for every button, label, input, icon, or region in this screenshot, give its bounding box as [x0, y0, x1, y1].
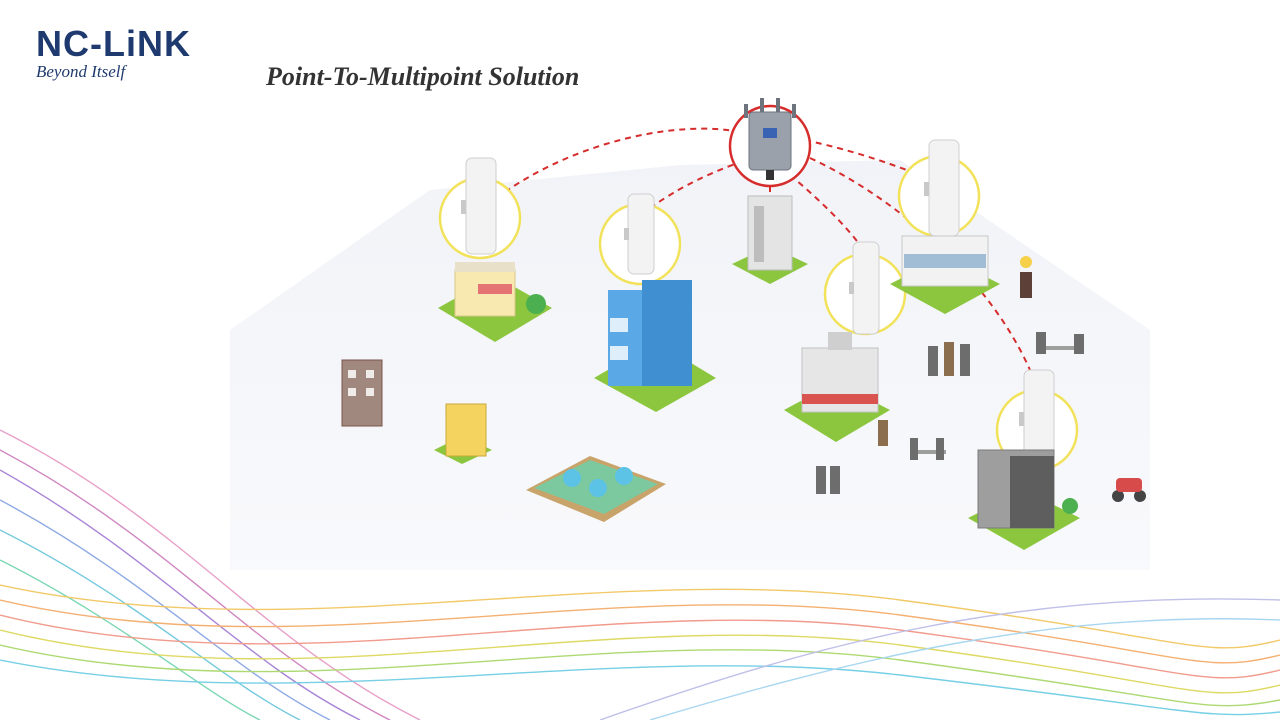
delivery-scooter-icon — [1112, 478, 1146, 502]
water-treatment-plant — [526, 456, 666, 522]
buildings — [341, 195, 1080, 550]
base-station — [728, 98, 812, 188]
gray-office-building — [968, 449, 1080, 550]
restaurant-building — [784, 332, 890, 442]
cpe-4 — [897, 139, 981, 238]
brick-building — [341, 359, 383, 427]
nc-link-logo: NC-LiNK Beyond Itself — [36, 24, 226, 88]
blue-tower — [594, 280, 716, 412]
cpe-2 — [598, 193, 682, 286]
slide-title: Point-To-Multipoint Solution — [266, 62, 580, 91]
yellow-apartment — [434, 403, 492, 464]
shop-building — [438, 262, 552, 342]
office-tower-center — [732, 195, 808, 284]
storefront-right — [890, 235, 1000, 314]
logo-tagline: Beyond Itself — [36, 62, 126, 81]
walking-person-icon — [878, 420, 888, 446]
idea-person-icon — [1020, 256, 1032, 298]
team-meeting-icon — [928, 342, 970, 376]
people-figures — [816, 256, 1146, 502]
table-meeting-icon — [910, 438, 946, 460]
cpe-units — [438, 139, 1079, 472]
cpe-1 — [438, 157, 522, 260]
office-desk-icon — [1036, 332, 1084, 354]
background-waves — [0, 429, 1280, 720]
logo-wordmark: NC-LiNK — [36, 23, 191, 64]
cpe-3 — [823, 241, 907, 336]
handshake-icon — [816, 466, 840, 494]
